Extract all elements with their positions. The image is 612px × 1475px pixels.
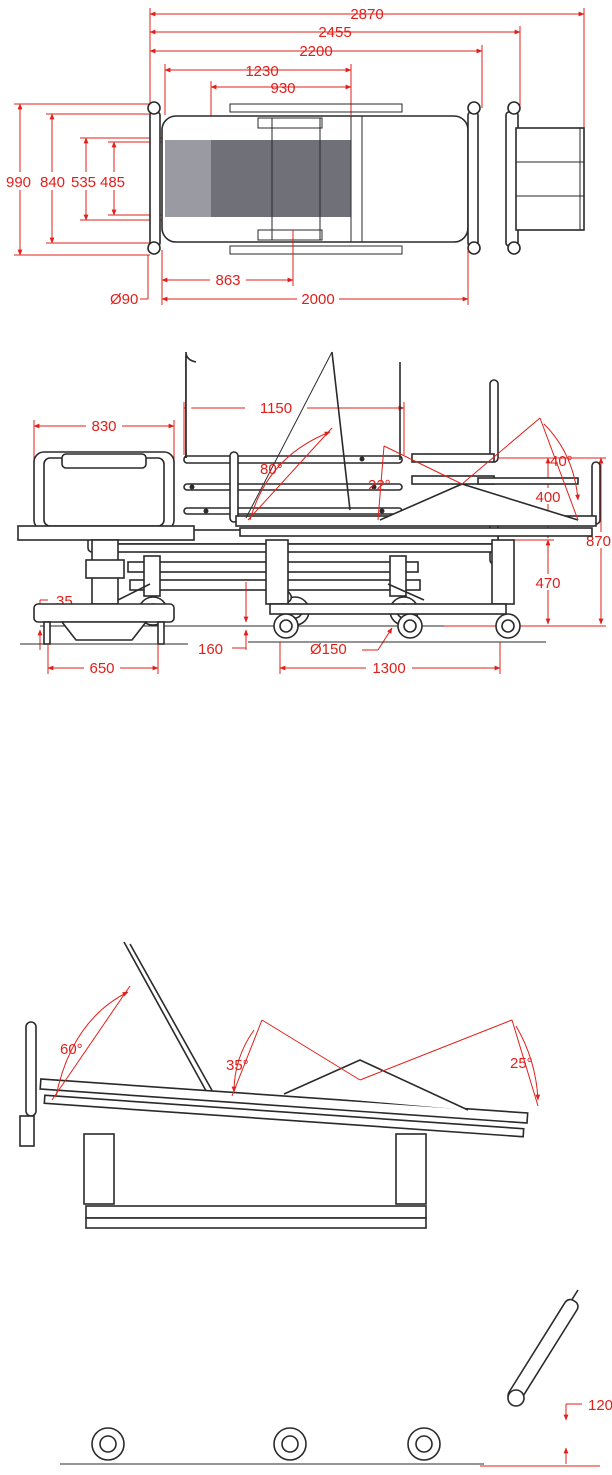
top-view-bed: [147, 101, 585, 255]
leg-angle-25-label: 25°: [510, 1055, 533, 1072]
backrest-angle-80-label: 80°: [260, 461, 283, 478]
dim-485-label: 485: [100, 174, 125, 191]
dim-2870-label: 2870: [350, 6, 383, 23]
dim-830-label: 830: [91, 418, 116, 435]
dim-1300-label: 1300: [372, 660, 405, 677]
end-view: 830 650: [17, 417, 195, 677]
dim-870-label: 870: [586, 533, 611, 550]
backrest-angle-60-label: 60°: [60, 1041, 83, 1058]
dim-1230-label: 1230: [245, 63, 278, 80]
top-view: 2870 2455 2200 1230 930 990 840 535 4: [3, 6, 585, 308]
dim-840-label: 840: [40, 174, 65, 191]
side-rail: [183, 351, 403, 515]
seat-angle-22-label: 22°: [368, 477, 391, 494]
dim-2200-label: 2200: [299, 43, 332, 60]
dim-120-label: 120: [588, 1397, 612, 1414]
dim-160-label: 160: [198, 641, 223, 658]
dim-400-label: 400: [535, 489, 560, 506]
dim-castor-diameter-label: Ø90: [110, 291, 138, 308]
dim-930-label: 930: [270, 80, 295, 97]
trendelenburg-view: 60° 35° 25° 120: [19, 941, 612, 1467]
leg-angle-40-label: 40°: [550, 453, 573, 470]
dim-990-label: 990: [6, 174, 31, 191]
dim-863-label: 863: [215, 272, 240, 289]
dim-wheel-diameter-label: Ø150: [310, 641, 347, 658]
profile-view: 80° 22° 40° 1300: [229, 351, 601, 677]
dim-2000-label: 2000: [301, 291, 334, 308]
dim-2455-label: 2455: [318, 24, 351, 41]
dim-1150-label: 1150: [260, 400, 292, 417]
dim-650-label: 650: [89, 660, 114, 677]
seat-angle-35-label: 35°: [226, 1057, 249, 1074]
dim-470-label: 470: [535, 575, 560, 592]
dim-535-label: 535: [71, 174, 96, 191]
